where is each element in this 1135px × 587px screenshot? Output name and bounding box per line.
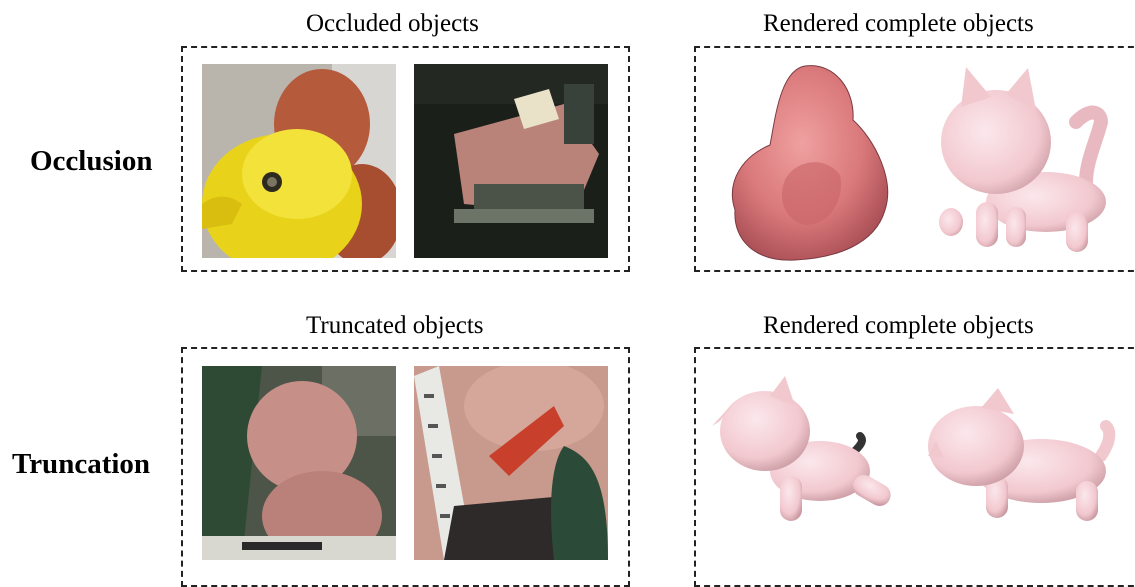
rendered-complete-caption-bottom: Rendered complete objects (763, 312, 1034, 340)
truncated-cat-photo-2 (414, 366, 608, 560)
occluded-objects-caption: Occluded objects (306, 10, 479, 38)
rendered-complete-caption-top: Rendered complete objects (763, 10, 1034, 38)
truncated-cat-photo-1 (202, 366, 396, 560)
row-label-truncation: Truncation (12, 448, 150, 481)
row-label-occlusion: Occlusion (30, 145, 152, 178)
rendered-cat-mesh-right (926, 386, 1122, 526)
truncated-objects-caption: Truncated objects (306, 312, 484, 340)
occluded-duck-photo (202, 64, 396, 258)
rendered-duck-mesh (725, 60, 895, 270)
occluded-cat-photo (414, 64, 608, 258)
rendered-cat-mesh-left (710, 376, 910, 526)
rendered-cat-mesh (936, 62, 1116, 262)
